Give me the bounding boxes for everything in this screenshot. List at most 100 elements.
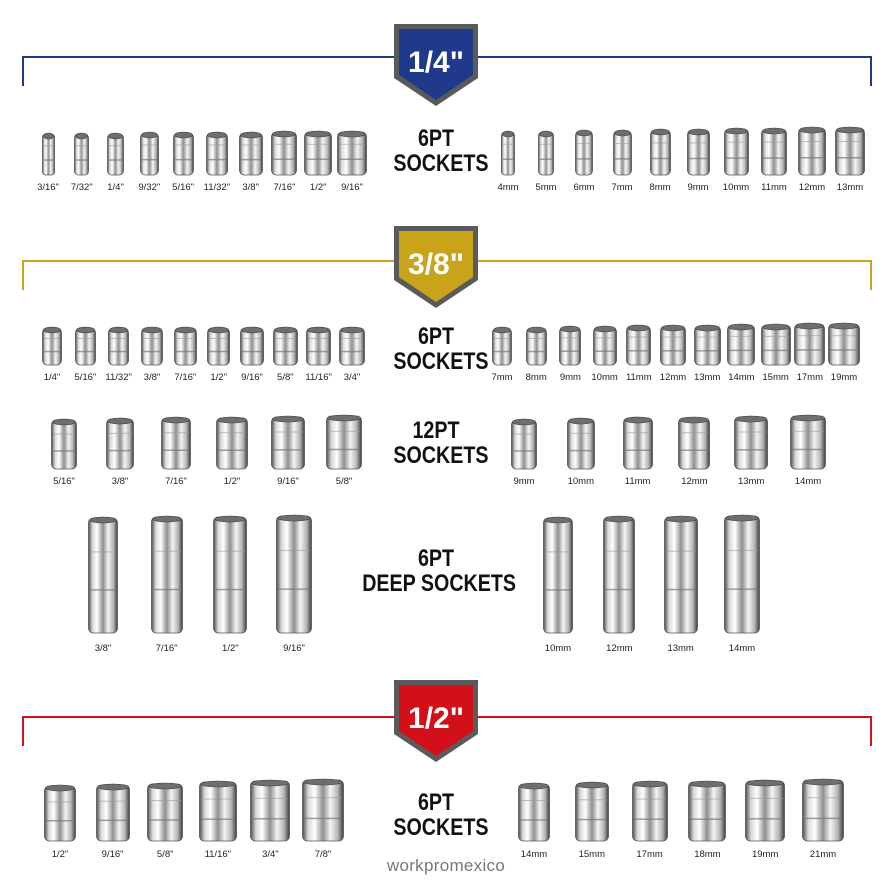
socket-size-label: 1/2": [51, 849, 69, 860]
threeeighths-12pt-label-line2: SOCKETS: [393, 442, 489, 470]
socket-size-label: 17mm: [796, 372, 823, 383]
socket-image: [693, 324, 721, 366]
socket-image: [238, 131, 263, 176]
socket-quarter-metric: 4mm: [497, 130, 519, 193]
socket-size-label: 19mm: [830, 372, 858, 383]
socket-threeeighths-deep-sae: 3/8": [88, 516, 118, 654]
socket-half-metric: 15mm: [574, 781, 609, 860]
socket-size-label: 7mm: [611, 182, 633, 193]
socket-image: [271, 415, 305, 470]
socket-size-label: 1/2": [222, 643, 239, 654]
threeeighths-deep-label-line1: 6PT: [417, 545, 455, 572]
socket-size-label: 3/4": [262, 849, 279, 860]
socket-size-label: 9/16": [277, 476, 299, 487]
socket-threeeighths-12pt-metric: 12mm: [678, 416, 711, 487]
socket-size-label: 7/16": [273, 182, 296, 193]
socket-half-metric: 18mm: [688, 780, 727, 860]
socket-size-label: 1/2": [223, 476, 241, 487]
socket-size-label: 7/8": [314, 849, 332, 860]
socket-size-label: 15mm: [578, 849, 605, 860]
socket-threeeighths-deep-sae: 9/16": [276, 514, 312, 654]
socket-size-label: 7mm: [491, 372, 513, 383]
socket-image: [566, 417, 595, 470]
socket-size-label: 13mm: [836, 182, 864, 193]
socket-threeeighths-deep-metric: 13mm: [663, 515, 698, 654]
socket-quarter-sae: 7/32": [71, 132, 93, 193]
socket-image: [492, 326, 512, 366]
socket-size-label: 12mm: [606, 643, 633, 654]
socket-size-label: 5mm: [535, 182, 557, 193]
socket-threeeighths-6pt-metric: 10mm: [591, 325, 618, 383]
socket-quarter-sae: 3/8": [238, 131, 263, 193]
socket-quarter-metric: 7mm: [611, 129, 633, 193]
socket-threeeighths-6pt-metric: 14mm: [727, 323, 756, 383]
socket-size-label: 9mm: [687, 182, 709, 193]
socket-threeeighths-6pt-sae: 1/2": [207, 326, 231, 383]
socket-size-label: 1/2": [309, 182, 327, 193]
socket-image: [798, 126, 826, 176]
socket-size-label: 5/16": [172, 182, 195, 193]
socket-quarter-sae: 5/16": [172, 131, 194, 193]
socket-image: [603, 515, 636, 634]
socket-size-label: 1/2": [210, 372, 227, 383]
threeeighths-deep-label-line2: DEEP SOCKETS: [362, 570, 517, 598]
socket-size-label: 3/8": [242, 182, 259, 193]
socket-size-label: 3/8": [94, 643, 112, 654]
socket-image: [660, 324, 686, 366]
socket-image: [141, 326, 163, 366]
half-badge-shape: 1/2": [394, 680, 478, 762]
socket-half-sae: 11/16": [198, 780, 237, 860]
socket-quarter-sae: 9/16": [337, 130, 367, 193]
socket-size-label: 14mm: [520, 849, 548, 860]
socket-image: [511, 418, 537, 470]
socket-quarter-metric: 11mm: [761, 127, 787, 193]
quarter-6pt-label-line2: SOCKETS: [393, 150, 489, 178]
socket-image: [108, 326, 130, 366]
socket-threeeighths-12pt-sae: 9/16": [271, 415, 305, 487]
socket-size-label: 9/16": [101, 849, 124, 860]
socket-image: [727, 323, 756, 366]
socket-image: [339, 326, 365, 366]
socket-image: [172, 131, 194, 176]
socket-image: [326, 414, 362, 470]
quarter-badge-text: 1/4": [408, 46, 464, 79]
socket-size-label: 8mm: [525, 372, 547, 383]
socket-image: [88, 516, 118, 634]
threeeighths-6pt-label-line1: 6PT: [417, 323, 455, 350]
quarter-drive-badge: 1/4": [388, 20, 484, 108]
socket-image: [802, 778, 844, 842]
socket-threeeighths-12pt-metric: 10mm: [566, 417, 595, 487]
socket-size-label: 11mm: [761, 182, 787, 193]
socket-size-label: 13mm: [667, 643, 694, 654]
socket-quarter-sae: 1/2": [304, 130, 333, 193]
socket-image: [678, 416, 711, 470]
socket-threeeighths-12pt-metric: 14mm: [790, 414, 826, 487]
socket-image: [306, 326, 332, 366]
socket-quarter-metric: 13mm: [835, 126, 865, 193]
socket-threeeighths-6pt-metric: 15mm: [760, 323, 791, 383]
socket-size-label: 14mm: [728, 643, 756, 654]
socket-size-label: 19mm: [751, 849, 779, 860]
socket-image: [139, 131, 159, 176]
socket-size-label: 10mm: [591, 372, 618, 383]
socket-image: [304, 130, 333, 176]
socket-size-label: 9/16": [283, 643, 305, 654]
socket-size-label: 14mm: [728, 372, 755, 383]
socket-image: [724, 514, 760, 634]
socket-image: [216, 416, 248, 470]
socket-quarter-metric: 12mm: [798, 126, 826, 193]
socket-threeeighths-deep-metric: 12mm: [603, 515, 636, 654]
quarter-6pt-label: 6PT SOCKETS: [393, 126, 489, 178]
socket-image: [575, 129, 593, 176]
socket-size-label: 9mm: [513, 476, 535, 487]
socket-image: [631, 780, 668, 842]
socket-quarter-sae: 7/16": [271, 130, 298, 193]
brand-watermark: workpromexico: [386, 856, 506, 875]
socket-size-label: 7/16": [155, 643, 178, 654]
socket-image: [276, 514, 312, 634]
socket-size-label: 11/16": [305, 372, 332, 383]
socket-image: [745, 779, 786, 842]
socket-size-label: 1/4": [107, 182, 124, 193]
socket-image: [198, 780, 237, 842]
socket-threeeighths-12pt-sae: 7/16": [161, 416, 191, 487]
